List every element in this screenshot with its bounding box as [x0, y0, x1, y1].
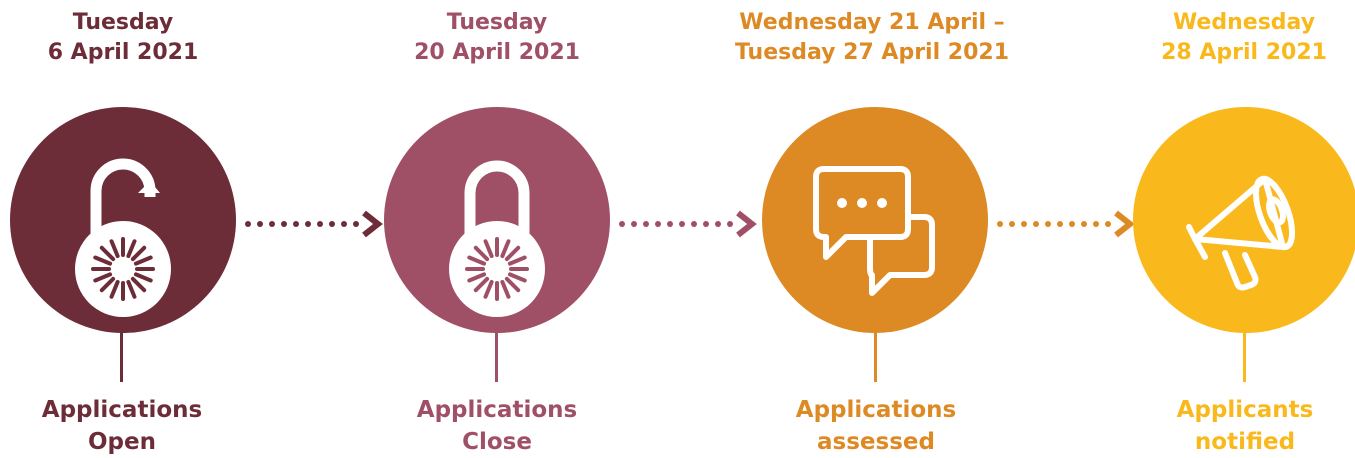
dial-tick	[473, 245, 490, 262]
dial-tick	[130, 245, 147, 262]
arrow-1	[244, 210, 384, 238]
dial-tick	[483, 279, 494, 299]
step-2-label-line2: Close	[462, 429, 532, 455]
step-2-stem	[495, 332, 498, 382]
step-1-label: Applications Open	[0, 394, 252, 458]
step-4-label-line1: Applicants	[1176, 397, 1314, 423]
dial-tick	[467, 272, 487, 283]
step-2-label: Applications Close	[367, 394, 627, 458]
step-3-label-line2: assessed	[817, 429, 935, 455]
step-2-circle	[384, 107, 610, 333]
arrow-2	[618, 210, 758, 238]
dial-tick	[467, 255, 487, 266]
step-1-circle	[10, 107, 236, 333]
dial-tick	[130, 276, 147, 293]
dial-tick	[133, 255, 153, 266]
dotted-arrow-icon	[619, 210, 757, 238]
step-3-stem	[874, 332, 877, 382]
dial-tick	[99, 245, 116, 262]
dial-tick	[473, 276, 490, 293]
step-2-date-line1: Tuesday	[446, 10, 548, 35]
dial-tick	[504, 276, 521, 293]
step-4-date-line2: 28 April 2021	[1161, 40, 1327, 65]
step-2-date: Tuesday 20 April 2021	[327, 8, 667, 68]
dial-tick	[500, 239, 511, 259]
locked-padlock-icon	[449, 160, 545, 317]
step-2-date-line2: 20 April 2021	[414, 40, 580, 65]
dial-tick	[109, 279, 120, 299]
dotted-arrow-icon	[997, 210, 1135, 238]
step-2-label-line1: Applications	[416, 397, 578, 423]
dial-tick	[507, 255, 527, 266]
step-4-label: Applicants notified	[1115, 394, 1355, 458]
step-3-date-line2: Tuesday 27 April 2021	[734, 40, 1010, 65]
dial-tick	[504, 245, 521, 262]
dial-tick	[126, 239, 137, 259]
dial-tick	[133, 272, 153, 283]
unlocked-padlock-icon	[75, 158, 171, 317]
step-3-date-line1: Wednesday 21 April –	[739, 10, 1005, 35]
dial-tick	[109, 239, 120, 259]
megaphone-icon	[1186, 175, 1296, 291]
dial-tick	[93, 255, 113, 266]
dotted-arrow-icon	[245, 210, 383, 238]
step-4-stem	[1243, 332, 1246, 382]
step-3-label-line1: Applications	[795, 397, 957, 423]
step-4-date: Wednesday 28 April 2021	[1074, 8, 1355, 68]
step-4-label-line2: notified	[1194, 429, 1296, 455]
dial-tick	[93, 272, 113, 283]
dial-tick	[99, 276, 116, 293]
arrow-3	[996, 210, 1136, 238]
step-4-date-line1: Wednesday	[1172, 10, 1316, 35]
step-1-label-line1: Applications	[41, 397, 203, 423]
step-3-circle	[762, 107, 988, 333]
step-1-stem	[120, 332, 123, 382]
step-1-date: Tuesday 6 April 2021	[0, 8, 293, 68]
step-1-label-line2: Open	[88, 429, 156, 455]
dial-tick	[500, 279, 511, 299]
step-4-circle	[1133, 107, 1355, 333]
step-3-label: Applications assessed	[746, 394, 1006, 458]
dial-tick	[507, 272, 527, 283]
step-1-date-line2: 6 April 2021	[47, 40, 199, 65]
step-1-date-line1: Tuesday	[72, 10, 174, 35]
dial-tick	[126, 279, 137, 299]
dial-tick	[483, 239, 494, 259]
step-3-date: Wednesday 21 April – Tuesday 27 April 20…	[702, 8, 1042, 68]
chat-bubbles-icon	[813, 166, 935, 296]
